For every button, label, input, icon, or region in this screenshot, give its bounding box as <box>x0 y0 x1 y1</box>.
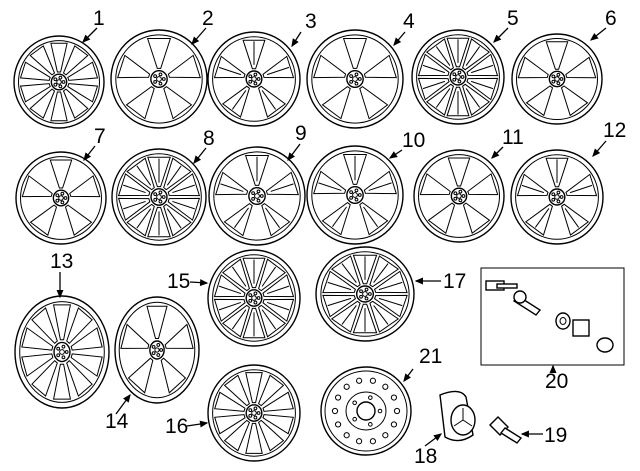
wheel-2 <box>110 29 208 129</box>
wheel-1 <box>13 35 105 129</box>
leader-1 <box>82 27 98 43</box>
callout-6: 6 <box>605 7 617 30</box>
callout-3: 3 <box>305 10 317 33</box>
leader-10 <box>388 149 403 159</box>
leader-16 <box>186 420 209 428</box>
leader-12 <box>592 140 607 157</box>
leader-4 <box>393 31 406 46</box>
leader-20 <box>549 364 557 373</box>
leader-6 <box>589 27 607 41</box>
leader-17 <box>414 277 441 285</box>
callout-13: 13 <box>50 250 73 273</box>
callout-12: 12 <box>603 119 626 142</box>
wheel-16 <box>207 364 301 462</box>
wheel-12 <box>510 149 604 245</box>
callout-2: 2 <box>202 7 214 30</box>
callout-11: 11 <box>502 126 524 149</box>
leader-11 <box>491 146 504 159</box>
wheel-14 <box>114 296 200 404</box>
leader-8 <box>193 147 207 165</box>
callout-9: 9 <box>295 122 307 145</box>
wheel-17 <box>315 246 415 342</box>
leader-14 <box>115 393 131 415</box>
leader-15 <box>189 279 209 287</box>
wheel-21-steel <box>320 366 412 456</box>
tpms-valve-kit-box <box>480 267 625 366</box>
lug-bolt <box>489 416 523 444</box>
callout-8: 8 <box>203 127 215 150</box>
leader-18 <box>424 433 443 447</box>
wheel-10 <box>306 145 404 245</box>
callout-14: 14 <box>105 410 129 433</box>
wheel-13 <box>14 295 110 409</box>
leader-5 <box>493 27 509 43</box>
wheel-4 <box>306 29 404 129</box>
wheel-8 <box>111 148 207 246</box>
leader-2 <box>191 27 207 45</box>
wheel-15 <box>207 249 301 347</box>
callout-1: 1 <box>93 7 105 30</box>
callout-21: 21 <box>419 345 442 368</box>
wheel-6 <box>511 33 603 125</box>
callout-19: 19 <box>544 424 567 447</box>
callout-15: 15 <box>167 270 190 293</box>
leader-9 <box>287 143 301 162</box>
wheel-7 <box>15 151 107 245</box>
callout-18: 18 <box>414 445 437 468</box>
leader-19 <box>520 430 543 438</box>
callout-4: 4 <box>403 10 415 33</box>
wheel-5 <box>411 29 505 125</box>
callout-16: 16 <box>165 415 188 438</box>
center-cap <box>439 390 476 442</box>
callout-10: 10 <box>402 129 425 152</box>
callout-20: 20 <box>545 370 568 393</box>
leader-3 <box>291 31 302 48</box>
leader-13 <box>56 272 64 299</box>
callout-7: 7 <box>94 125 106 148</box>
wheel-9 <box>208 146 306 246</box>
leader-7 <box>83 145 96 162</box>
leader-21 <box>403 368 414 383</box>
wheel-11 <box>413 149 505 243</box>
callout-5: 5 <box>507 7 519 30</box>
callout-17: 17 <box>443 270 466 293</box>
wheel-3 <box>207 31 301 127</box>
